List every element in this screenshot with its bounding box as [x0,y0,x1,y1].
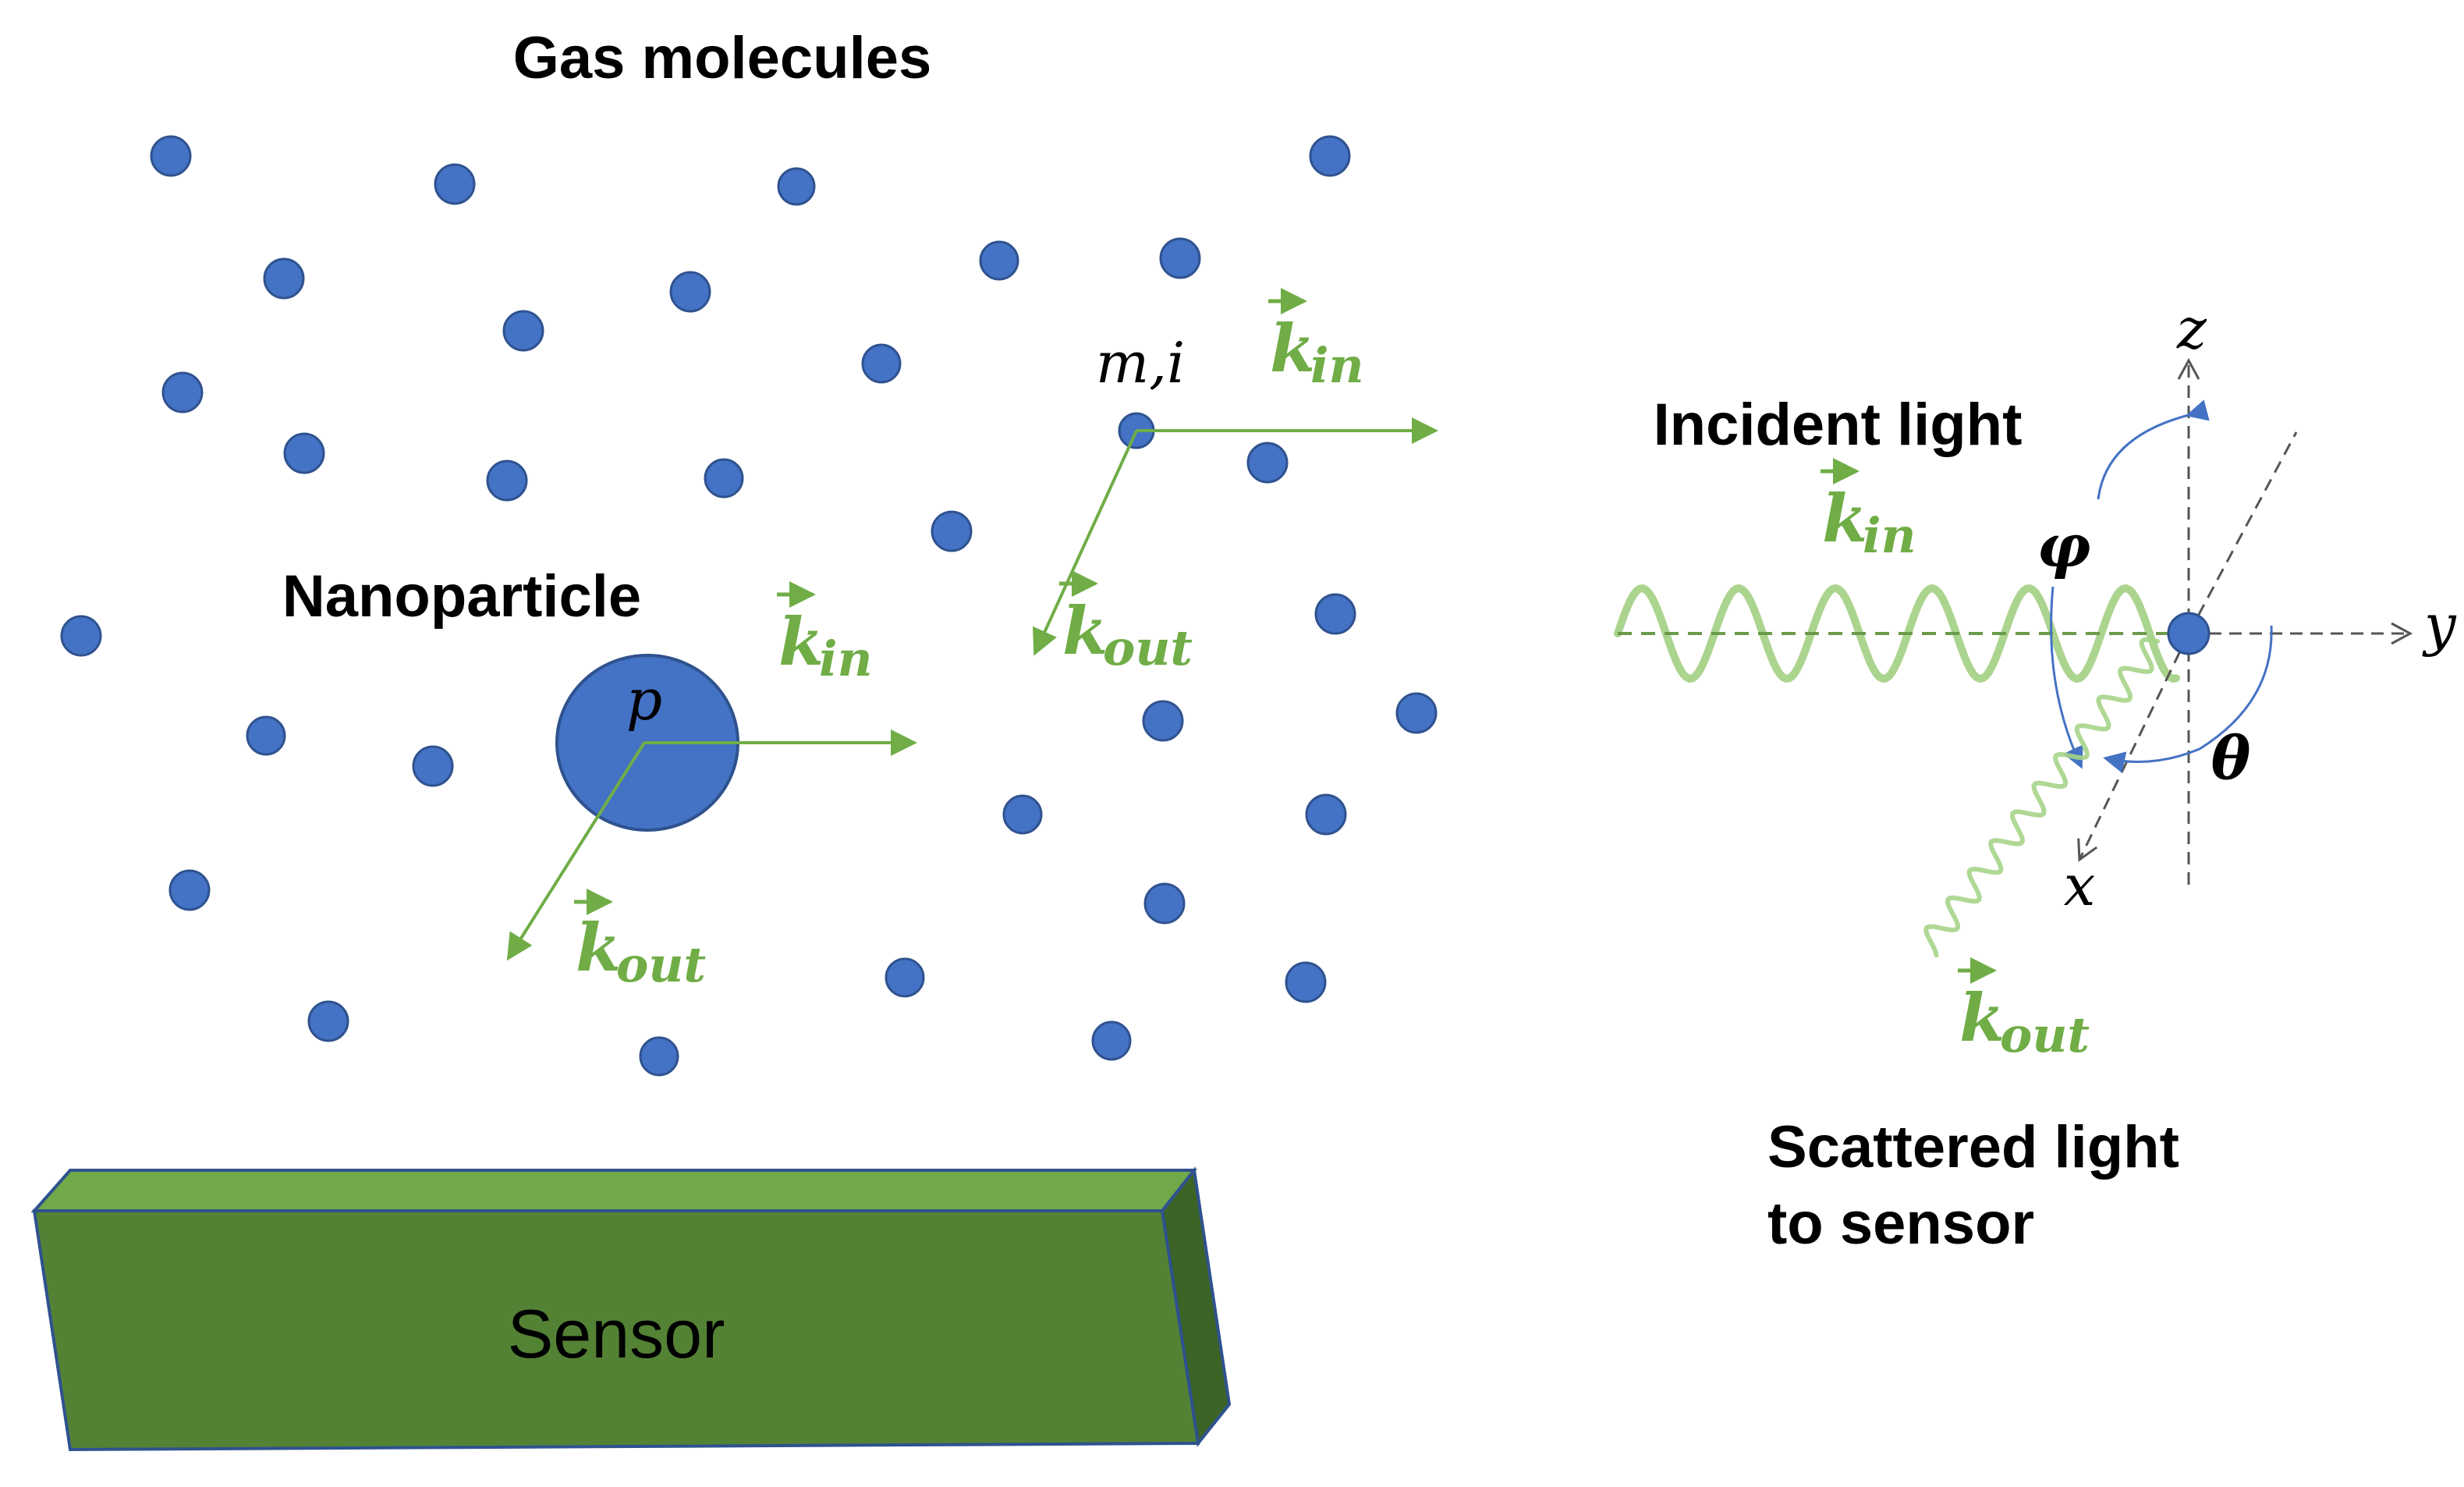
gas-molecule [486,460,528,502]
svg-text:out: out [1103,619,1193,676]
incident-light-label: Incident light [1654,392,2023,458]
gas-molecule [150,135,192,177]
gas-molecule [161,371,204,413]
gas-molecule [1091,1020,1132,1061]
svg-text:k: k [1959,979,2005,1056]
gas-molecule [669,271,711,313]
svg-text:k: k [1822,480,1867,557]
scattering-particle [2167,612,2211,655]
particle-k-out-arrow [506,741,646,961]
gas-molecule [1143,882,1186,924]
svg-text:in: in [1310,337,1364,394]
incident-light-wave [1614,584,2180,683]
particle-k-in-label: k in [777,581,873,687]
gas-molecule [60,615,102,657]
gas-molecules-title: Gas molecules [513,25,932,91]
gas-molecule [1395,692,1438,734]
gas-molecules [60,135,1438,1077]
z-axis-label: z [2176,296,2207,361]
phi-angle-arc [2097,399,2210,500]
gas-molecule [639,1036,679,1077]
svg-text:k: k [576,909,621,986]
svg-text:k: k [1062,592,1108,669]
svg-text:out: out [2000,1006,2090,1063]
scattering-geometry: Incident light k in z y x φ θ k out [1614,296,2457,1257]
molecule-k-out-label: k out [1059,570,1193,676]
gas-molecule [979,240,1019,281]
gas-molecule [1142,700,1184,742]
scattered-light-wave [1923,637,2160,958]
scattered-k-out-label: k out [1958,957,2090,1063]
svg-text:in: in [819,630,873,687]
gas-molecule [1246,442,1289,484]
gas-molecule [1159,237,1201,279]
sensor-label: Sensor [508,1295,725,1372]
gas-molecule [412,745,454,787]
incident-k-in-label: k in [1821,458,1916,564]
gas-molecule [307,1000,349,1042]
gas-molecule [861,343,902,384]
molecule-k-out-arrow [1032,430,1138,656]
gas-molecule [263,257,305,300]
scattered-light-label-line2: to sensor [1767,1191,2034,1257]
particle-k-out-label: k out [574,889,706,993]
gas-molecule [502,310,544,352]
svg-text:k: k [778,603,824,680]
gas-molecule [777,167,816,206]
svg-text:in: in [1863,507,1916,564]
y-axis-label: y [2422,592,2457,658]
nanoparticle-label: Nanoparticle [282,563,641,630]
theta-label: θ [2211,723,2251,793]
svg-text:k: k [1270,310,1315,387]
sensor-top-face [30,1169,1198,1212]
gas-molecule [704,458,744,499]
gas-molecule [931,510,973,552]
gas-molecule [885,957,925,998]
x-axis-label: x [2064,853,2096,918]
gas-molecule [1309,135,1351,177]
molecule-k-in-label: k in [1268,288,1364,394]
gas-molecule [168,869,211,911]
svg-text:out: out [616,936,706,993]
gas-molecule [283,432,325,474]
phi-angle-arc-lower [2050,586,2083,769]
scattered-light-label-line1: Scattered light [1767,1114,2179,1180]
gas-molecule [246,715,286,756]
theta-angle-arc [2103,625,2273,773]
gas-molecule [434,163,476,205]
gas-molecule [1285,961,1327,1003]
gas-molecule [1002,794,1043,835]
gas-molecule [1305,793,1347,836]
particle-symbol-label: p [626,667,662,733]
sensor: Sensor [30,1166,1232,1452]
phi-label: φ [2037,511,2091,580]
molecule-symbol-label: m,i [1096,330,1185,396]
gas-molecule [1314,593,1356,635]
x-axis [2077,633,2190,862]
x-axis-back [2187,431,2298,634]
sensor-front-face [32,1209,1200,1452]
